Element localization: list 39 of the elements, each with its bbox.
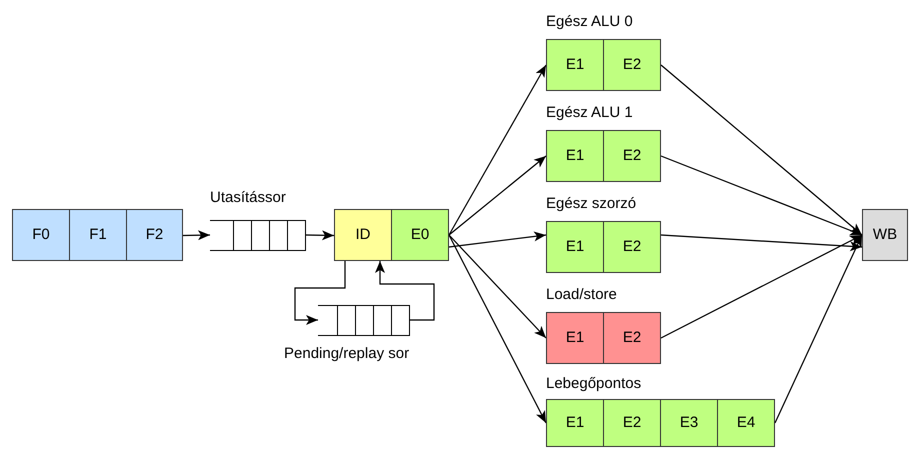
arrow xyxy=(448,234,547,424)
stage-box: E1 xyxy=(546,221,604,273)
arrow xyxy=(774,234,863,424)
arrow xyxy=(660,155,862,236)
stage-box: E3 xyxy=(660,399,718,447)
stage-box: E4 xyxy=(717,399,775,447)
arrow xyxy=(448,232,546,248)
stage-box: E2 xyxy=(603,221,661,273)
queue-label: Utasítássor xyxy=(210,188,286,208)
unit-label: Egész szorzó xyxy=(546,194,636,214)
stage-box: ID xyxy=(334,209,392,261)
stage-box: E1 xyxy=(546,312,604,364)
arrow xyxy=(294,261,346,325)
arrow xyxy=(448,156,546,236)
unit-label: Egész ALU 0 xyxy=(546,12,633,32)
stage-box: F0 xyxy=(12,209,70,261)
stage-box: E2 xyxy=(603,399,661,447)
arrow xyxy=(182,230,210,240)
stage-box: E1 xyxy=(546,39,604,91)
arrow xyxy=(660,64,862,236)
stage-box: E2 xyxy=(603,39,661,91)
arrow xyxy=(306,230,334,240)
queue-label: Pending/replay sor xyxy=(284,344,410,364)
stage-box: E1 xyxy=(546,399,604,447)
stage-box: E1 xyxy=(546,130,604,182)
unit-label: Load/store xyxy=(546,285,617,305)
arrow xyxy=(660,234,862,252)
stage-box: WB xyxy=(862,209,908,261)
stage-box: E0 xyxy=(391,209,449,261)
stage-box: E2 xyxy=(603,312,661,364)
arrow xyxy=(660,234,862,339)
stage-box: E2 xyxy=(603,130,661,182)
unit-label: Lebegőpontos xyxy=(546,374,642,394)
stage-box: F1 xyxy=(69,209,127,261)
stage-box: F2 xyxy=(126,209,183,261)
arrow xyxy=(448,64,547,236)
arrow xyxy=(375,261,435,321)
unit-label: Egész ALU 1 xyxy=(546,103,633,123)
arrow xyxy=(448,234,546,338)
